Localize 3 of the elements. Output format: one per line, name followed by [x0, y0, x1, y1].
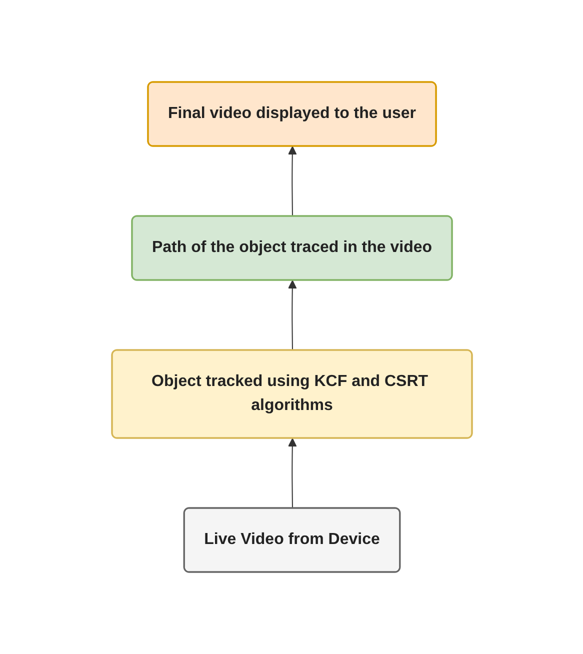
- arrow: [287, 280, 296, 351]
- arrow: [287, 438, 296, 509]
- arrow: [287, 146, 296, 217]
